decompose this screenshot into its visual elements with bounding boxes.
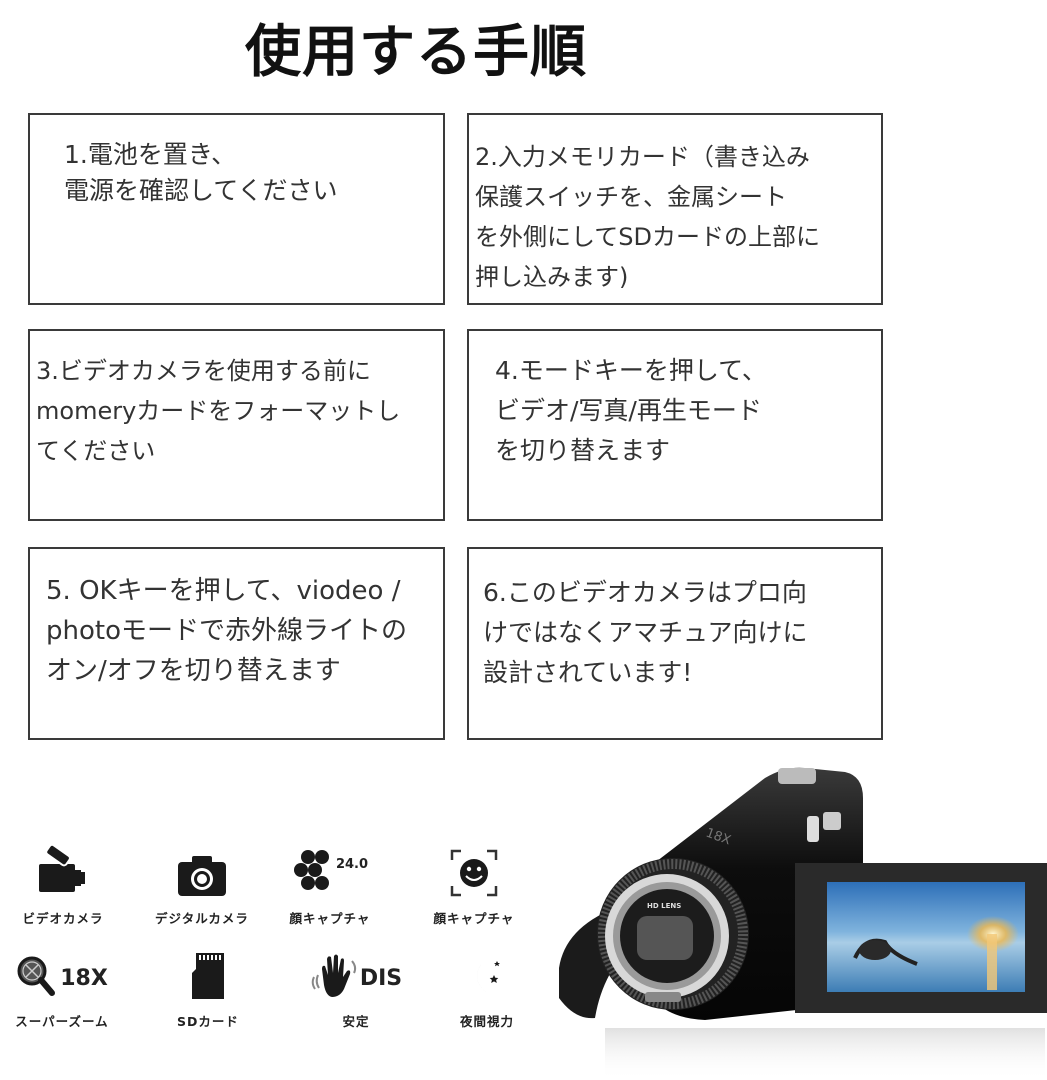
camcorder-product-image: 18X HD LENS [545, 758, 1047, 1080]
lens-label: HD LENS [647, 902, 681, 910]
feature-label: 顔キャプチャ [433, 911, 515, 926]
megapixel-badge: 24.0 [335, 857, 369, 872]
zoom-magnifier-icon: 18X [2, 945, 122, 1001]
step-text: 1.電池を置き、 電源を確認してください [64, 140, 338, 205]
feature-label: ビデオカメラ [22, 911, 104, 926]
feature-megapixel: 24.0 顔キャプチャ [270, 842, 390, 927]
step-box-3: 3.ビデオカメラを使用する前に momeryカードをフォーマットし てください [28, 329, 445, 521]
feature-zoom: 18X スーパーズーム [2, 945, 122, 1030]
step-text: 4.モードキーを押して、 ビデオ/写真/再生モード を切り替えます [495, 356, 767, 465]
video-camera-icon [3, 842, 123, 898]
feature-label: SDカード [177, 1014, 239, 1029]
sd-card-icon [148, 945, 268, 1001]
step-text: 3.ビデオカメラを使用する前に momeryカードをフォーマットし てください [36, 357, 401, 465]
step-box-4: 4.モードキーを押して、 ビデオ/写真/再生モード を切り替えます [467, 329, 883, 521]
step-box-2: 2.入力メモリカード（書き込み 保護スイッチを、金属シート を外側にしてSDカー… [467, 113, 883, 305]
page-title: 使用する手順 [245, 20, 587, 85]
step-box-1: 1.電池を置き、 電源を確認してください [28, 113, 445, 305]
feature-digital-camera: デジタルカメラ [142, 842, 262, 927]
feature-video-camera: ビデオカメラ [3, 842, 123, 927]
step-box-6: 6.このビデオカメラはプロ向 けではなくアマチュア向けに 設計されています! [467, 547, 883, 740]
step-box-5: 5. OKキーを押して、viodeo / photoモードで赤外線ライトの オン… [28, 547, 445, 740]
night-moon-icon [427, 945, 547, 1001]
feature-sd-card: SDカード [148, 945, 268, 1030]
feature-stabilizer: DIS 安定 [296, 945, 416, 1030]
digital-camera-icon [142, 842, 262, 898]
feature-label: スーパーズーム [15, 1014, 109, 1029]
step-text: 6.このビデオカメラはプロ向 けではなくアマチュア向けに 設計されています! [483, 578, 808, 687]
face-detect-icon [414, 842, 534, 898]
feature-label: 安定 [342, 1014, 370, 1029]
feature-label: 顔キャプチャ [289, 911, 371, 926]
step-text: 5. OKキーを押して、viodeo / photoモードで赤外線ライトの オン… [46, 576, 407, 686]
stabilizer-hand-icon: DIS [296, 945, 416, 1001]
feature-face-detect: 顔キャプチャ [414, 842, 534, 927]
dis-badge: DIS [359, 966, 403, 991]
megapixel-hexagon-icon: 24.0 [270, 842, 390, 898]
feature-label: 夜間視力 [459, 1014, 514, 1029]
feature-label: デジタルカメラ [155, 911, 249, 926]
feature-night-vision: 夜間視力 [427, 945, 547, 1030]
step-text: 2.入力メモリカード（書き込み 保護スイッチを、金属シート を外側にしてSDカー… [475, 143, 820, 291]
zoom-badge: 18X [60, 966, 108, 991]
